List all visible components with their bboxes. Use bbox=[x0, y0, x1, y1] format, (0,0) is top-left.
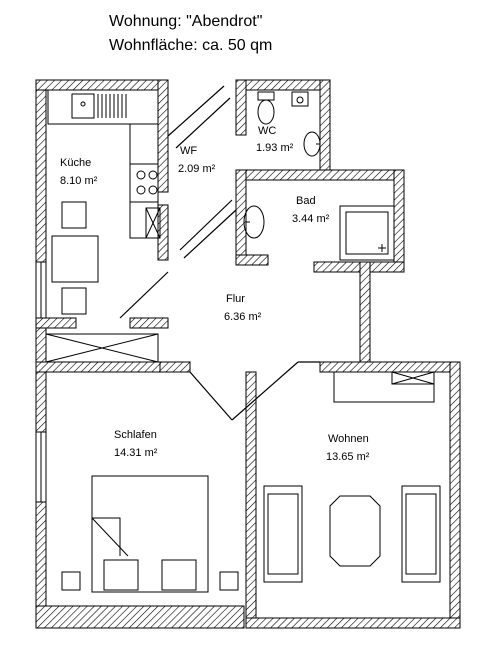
plan-title: Wohnung: "Abendrot" bbox=[109, 13, 263, 30]
shower-icon bbox=[339, 205, 395, 261]
kitchen-cabinet-icon bbox=[145, 207, 161, 239]
wc-sink-icon bbox=[291, 91, 321, 157]
left-windows bbox=[35, 261, 47, 503]
sofa-left bbox=[263, 485, 303, 583]
wohnen-cabinet bbox=[333, 371, 435, 403]
bed-icon bbox=[61, 475, 239, 593]
room-name-wf: WF bbox=[180, 145, 197, 157]
stove-icon bbox=[136, 170, 158, 195]
coffee-table bbox=[329, 495, 381, 567]
room-name-wc: WC bbox=[258, 125, 276, 137]
room-area-bad: 3.44 m² bbox=[292, 213, 330, 225]
bathroom-sink-icon bbox=[243, 205, 265, 239]
room-area-schlafen: 14.31 m² bbox=[114, 447, 158, 459]
sink-icon bbox=[71, 93, 127, 119]
room-name-schlafen: Schlafen bbox=[114, 429, 157, 441]
room-name-flur: Flur bbox=[226, 293, 245, 305]
room-name-bad: Bad bbox=[296, 195, 316, 207]
walls bbox=[35, 79, 461, 629]
toilet-icon bbox=[257, 91, 275, 125]
diagonal-walls bbox=[119, 85, 320, 421]
bottom-window-strip bbox=[35, 605, 461, 629]
room-area-wf: 2.09 m² bbox=[178, 163, 216, 175]
kitchen-counter bbox=[47, 89, 159, 239]
room-area-flur: 6.36 m² bbox=[224, 311, 262, 323]
hall-wardrobe bbox=[45, 333, 159, 363]
living-area-label: Wohnfläche: ca. 50 qm bbox=[109, 37, 273, 54]
room-area-kueche: 8.10 m² bbox=[60, 175, 98, 187]
room-name-kueche: Küche bbox=[60, 157, 91, 169]
sofa-right bbox=[401, 485, 441, 583]
room-area-wc: 1.93 m² bbox=[256, 142, 294, 154]
room-area-wohnen: 13.65 m² bbox=[326, 451, 370, 463]
room-name-wohnen: Wohnen bbox=[328, 433, 369, 445]
dining-table bbox=[51, 201, 99, 315]
